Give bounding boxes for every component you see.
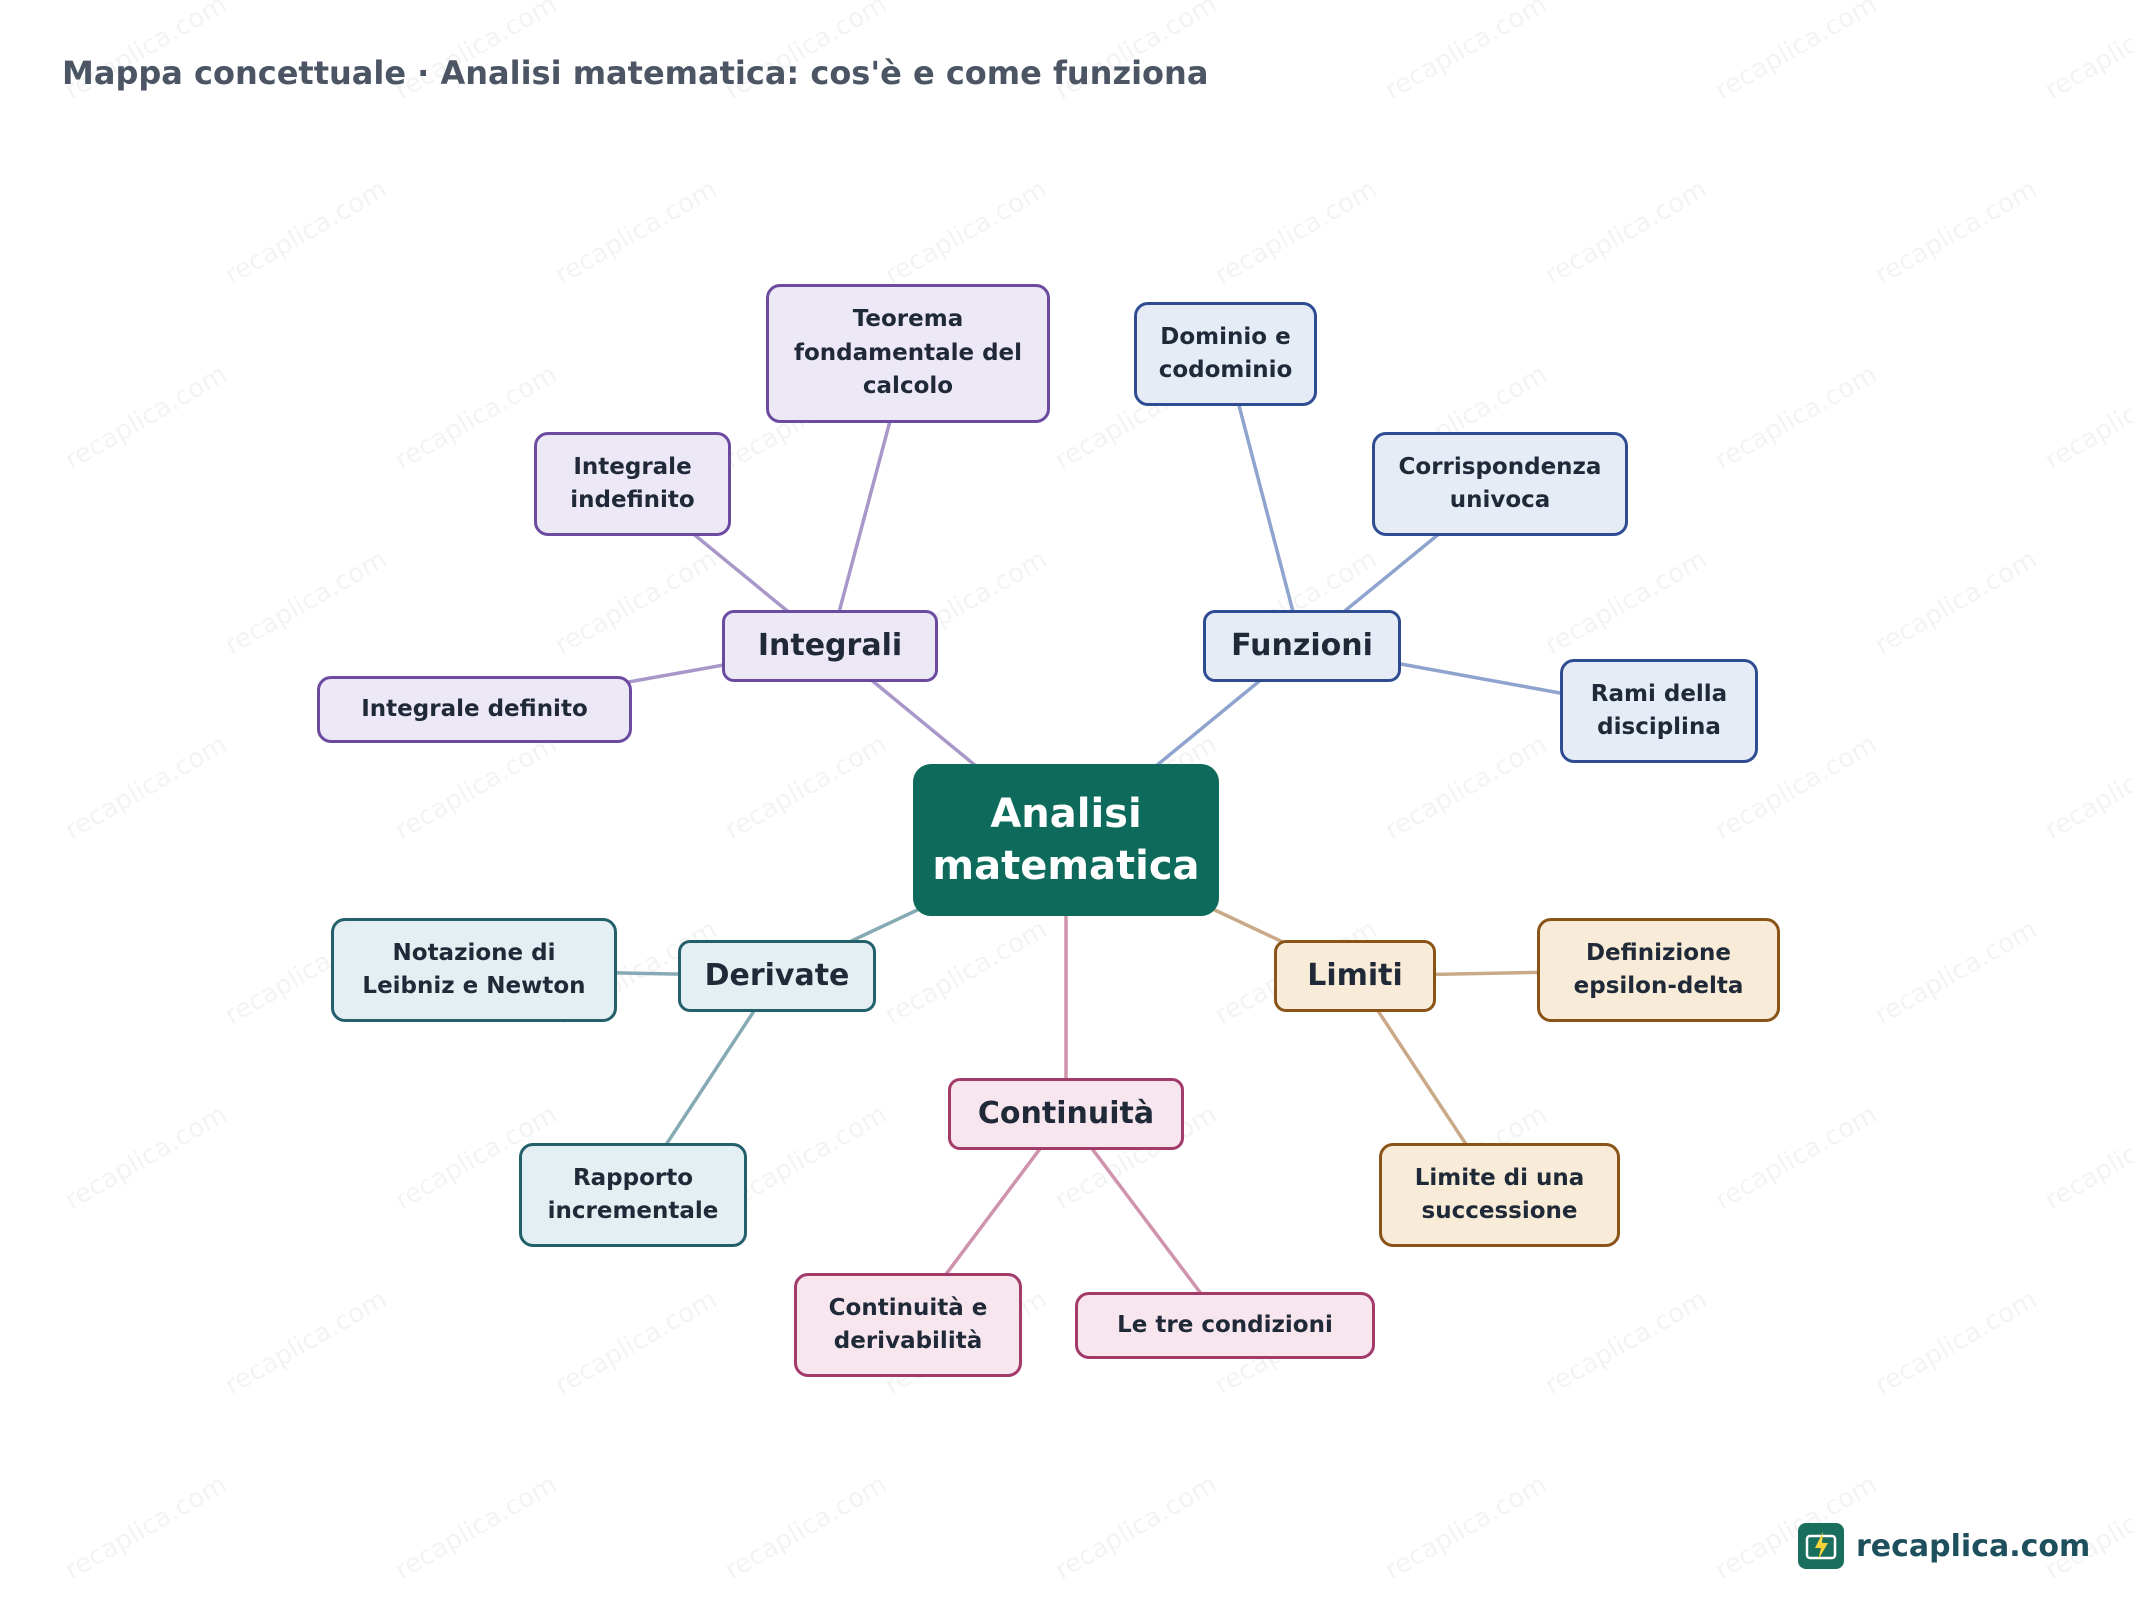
node-rami-disciplina[interactable]: Rami della disciplina	[1560, 659, 1758, 763]
node-derivate[interactable]: Derivate	[678, 940, 876, 1012]
node-continuita-derivabilita[interactable]: Continuità e derivabilità	[794, 1273, 1022, 1377]
node-teorema-fondamentale[interactable]: Teorema fondamentale del calcolo	[766, 284, 1050, 423]
node-corrispondenza-univoca[interactable]: Corrispondenza univoca	[1372, 432, 1628, 536]
node-integrali[interactable]: Integrali	[722, 610, 938, 682]
lightning-book-icon	[1798, 1523, 1844, 1569]
node-definizione-epsilon-delta[interactable]: Definizione epsilon-delta	[1537, 918, 1780, 1022]
node-integrale-indefinito[interactable]: Integrale indefinito	[534, 432, 731, 536]
node-rapporto-incrementale[interactable]: Rapporto incrementale	[519, 1143, 747, 1247]
brand[interactable]: recaplica.com	[1798, 1523, 2090, 1569]
node-dominio-codominio[interactable]: Dominio e codominio	[1134, 302, 1317, 406]
page-title: Mappa concettuale · Analisi matematica: …	[62, 54, 1209, 92]
brand-name: recaplica.com	[1856, 1528, 2091, 1564]
node-tre-condizioni[interactable]: Le tre condizioni	[1075, 1292, 1375, 1359]
node-funzioni[interactable]: Funzioni	[1203, 610, 1401, 682]
node-integrale-definito[interactable]: Integrale definito	[317, 676, 632, 743]
node-limiti[interactable]: Limiti	[1274, 940, 1436, 1012]
node-analisi-matematica[interactable]: Analisi matematica	[913, 764, 1219, 916]
node-continuita[interactable]: Continuità	[948, 1078, 1184, 1150]
node-notazione-leibniz-newton[interactable]: Notazione di Leibniz e Newton	[331, 918, 617, 1022]
node-limite-successione[interactable]: Limite di una successione	[1379, 1143, 1620, 1247]
